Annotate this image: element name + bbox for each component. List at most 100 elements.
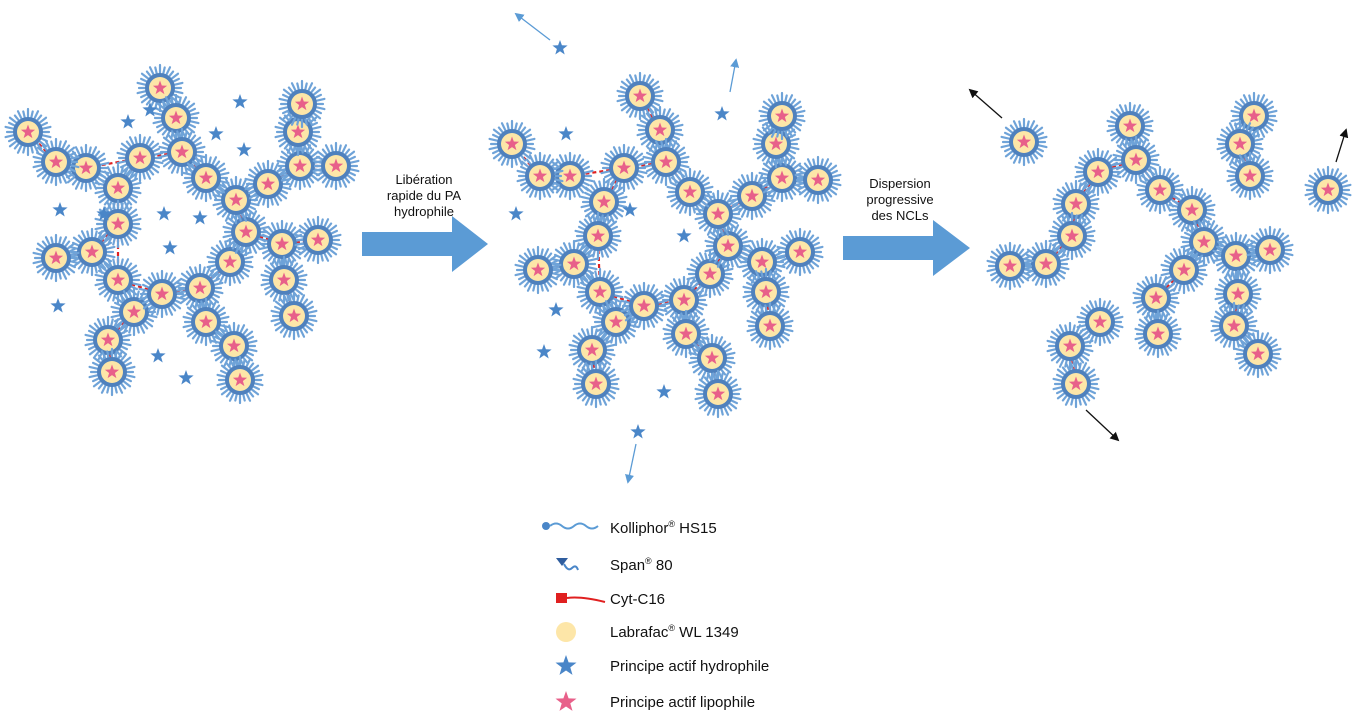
hydrophilic-drug-star — [96, 206, 112, 221]
lipid-nanocapsule — [1076, 297, 1124, 347]
dispersion-step-label: Dispersion progressive des NCLs — [866, 176, 934, 223]
hydrophilic-drug-star — [548, 302, 564, 317]
legend-label: Span® 80 — [610, 556, 673, 574]
lipid-nanocapsule — [738, 237, 786, 287]
lipid-nanocapsule — [182, 297, 230, 347]
hydrophilic-drug-star — [52, 202, 68, 217]
cyt-c16-crosslink — [234, 199, 248, 233]
legend-label: Principe actif lipophile — [610, 694, 756, 711]
lipid-nanocapsule — [206, 237, 254, 287]
lipid-nanocapsule — [68, 227, 116, 277]
lipid-nanocapsule — [244, 159, 292, 209]
hydrophilic-drug-star — [192, 210, 208, 225]
lipid-nanocapsule — [662, 309, 710, 359]
hydrophilic-drug-star — [656, 384, 672, 399]
lipid-nanocapsule — [1134, 309, 1182, 359]
lipid-nanocapsule — [488, 119, 536, 169]
lipid-nanocapsule — [4, 107, 52, 157]
hydrophilic-drug-layer — [50, 40, 730, 439]
motion-arrow — [729, 58, 740, 93]
lipid-nanocapsule — [666, 167, 714, 217]
legend-cyt-c16: Cyt-C16 — [540, 584, 665, 614]
hydrophilic-drug-star-icon — [555, 655, 577, 675]
lipid-nanocapsule — [1168, 185, 1216, 235]
hydrophilic-drug-star — [50, 298, 66, 313]
legend-span: Span® 80 — [540, 550, 673, 580]
lipid-nanocapsule — [1304, 165, 1352, 215]
lipid-nanocapsule — [1136, 165, 1184, 215]
lipid-nanocapsule — [94, 199, 142, 249]
motion-arrow — [1085, 409, 1120, 442]
lipid-nanocapsule — [94, 255, 142, 305]
legend-hydrophilic-drug: Principe actif hydrophile — [540, 651, 769, 681]
lipid-nanocapsule — [516, 151, 564, 201]
lipid-nanocapsule — [592, 297, 640, 347]
labrafac-core-icon — [556, 622, 576, 642]
hydrophilic-drug-star — [208, 126, 224, 141]
lipid-nanocapsule — [620, 281, 668, 331]
motion-arrow — [514, 12, 551, 41]
lipid-nanocapsule — [182, 153, 230, 203]
hydrophilic-drug-star — [178, 370, 194, 385]
cyt-c16-crosslink — [1070, 203, 1078, 237]
lipid-nanocapsule — [1214, 269, 1262, 319]
legend-kolliphor: Kolliphor® HS15 — [540, 513, 717, 543]
lipid-nanocapsule — [576, 267, 624, 317]
dispersion-process-arrow — [843, 220, 970, 276]
lipid-nanocapsule — [176, 263, 224, 313]
span-surfactant-icon — [556, 558, 579, 571]
lipid-nanocapsule — [1052, 179, 1100, 229]
legend-label: Cyt-C16 — [610, 591, 666, 608]
lipid-nanocapsule — [110, 287, 158, 337]
lipid-nanocapsule — [1046, 321, 1094, 371]
lipid-nanocapsule — [1226, 151, 1274, 201]
lipid-nanocapsule — [746, 301, 794, 351]
lipid-nanocapsule — [776, 227, 824, 277]
hydrophilic-drug-star — [536, 344, 552, 359]
cyt-c16-icon — [556, 593, 606, 603]
hydrophilic-drug-star — [236, 142, 252, 157]
lipophilic-drug-star-icon — [555, 691, 577, 711]
legend-lipophilic-drug: Principe actif lipophile — [540, 687, 755, 717]
legend-label: Labrafac® WL 1349 — [610, 623, 739, 641]
lipid-nanocapsule — [210, 321, 258, 371]
lipid-nanocapsule — [636, 105, 684, 155]
lipid-nanocapsule — [294, 215, 342, 265]
lipid-nanocapsule — [572, 359, 620, 409]
lipid-nanocapsule — [514, 245, 562, 295]
lipid-nanocapsule — [1106, 101, 1154, 151]
lipid-nanocapsule — [1160, 245, 1208, 295]
lipid-nanocapsule — [138, 269, 186, 319]
lipid-nanocapsule — [1132, 273, 1180, 323]
lipid-nanocapsule — [62, 143, 110, 193]
lipid-nanocapsule — [1210, 301, 1258, 351]
lipid-nanocapsule — [258, 219, 306, 269]
motion-arrow — [968, 88, 1003, 119]
lipid-nanocapsule — [216, 355, 264, 405]
legend-label: Kolliphor® HS15 — [610, 519, 717, 537]
cyt-c16-crosslink — [106, 339, 114, 373]
lipid-nanocapsule — [1052, 359, 1100, 409]
cyt-c16-crosslink — [716, 213, 730, 247]
lipid-nanocapsule — [616, 71, 664, 121]
lipid-nanocapsule — [694, 369, 742, 419]
cyt-c16-crosslink — [1238, 143, 1252, 177]
hydrophilic-drug-star — [120, 114, 136, 129]
lipid-nanocapsule — [260, 255, 308, 305]
kolliphor-surfactant-icon — [542, 522, 599, 530]
hydrophilic-drug-star — [622, 202, 638, 217]
lipid-nanocapsule — [1180, 217, 1228, 267]
lipid-nanocapsule — [742, 267, 790, 317]
lipid-nanocapsule — [1022, 239, 1070, 289]
hydrophilic-drug-star — [630, 424, 646, 439]
hydrophilic-drug-star — [552, 40, 568, 55]
lipid-nanocapsule — [550, 239, 598, 289]
lipid-nanocapsule — [270, 291, 318, 341]
lipid-nanocapsule — [116, 133, 164, 183]
cyt-c16-crosslink — [760, 261, 768, 293]
motion-arrow — [1335, 128, 1349, 163]
lipid-nanocapsule — [1000, 117, 1048, 167]
motion-arrow-layer — [514, 12, 1349, 484]
hydrophilic-drug-star — [142, 102, 158, 117]
